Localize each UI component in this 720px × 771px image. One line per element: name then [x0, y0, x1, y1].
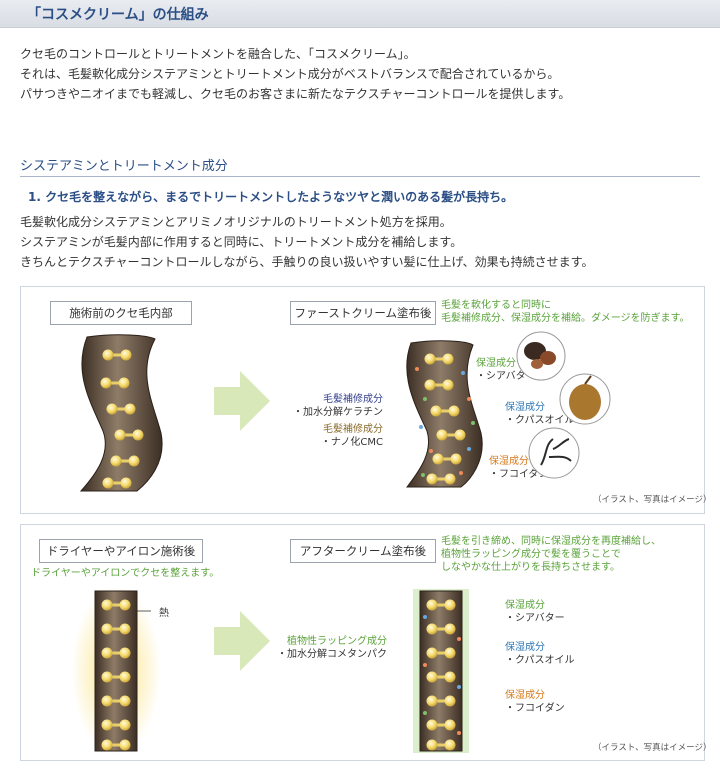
label-before-treatment: 施術前のクセ毛内部	[50, 301, 192, 325]
wrapped-hair-illustration	[413, 589, 469, 753]
heat-label: 熱	[159, 608, 169, 619]
first-cream-note: 毛髪を軟化すると同時に 毛髪補修成分、保湿成分を補給。ダメージを防ぎます。	[441, 300, 690, 324]
arrow-right-icon	[214, 611, 270, 671]
intro-text: クセ毛のコントロールとトリートメントを融合した、「コスメクリーム」。 それは、毛…	[20, 44, 710, 104]
moisture-ingredient-1: 保湿成分 ・シアバター	[505, 600, 565, 624]
moisture-ingredient-3: 保湿成分 ・フコイダン	[489, 456, 549, 480]
straight-hair-heated-illustration	[71, 587, 161, 755]
dryer-iron-note: ドライヤーやアイロンでクセを整えます。	[31, 568, 220, 579]
repair-ingredient-1: 毛髪補修成分 ・加水分解ケラチン	[293, 394, 383, 418]
wrapping-ingredient: 植物性ラッピング成分 ・加水分解コメタンパク	[277, 636, 387, 660]
arrow-right-icon	[214, 371, 270, 431]
seaweed-image	[528, 427, 580, 479]
intro-line: それは、毛髪軟化成分システアミンとトリートメント成分がベストバランスで配合されて…	[20, 67, 560, 81]
section-divider	[20, 176, 700, 177]
curly-hair-illustration	[79, 334, 163, 492]
moisture-ingredient-1: 保湿成分 ・シアバター	[476, 358, 536, 382]
label-after-after-cream: アフタークリーム塗布後	[290, 539, 436, 563]
repair-ingredient-2: 毛髪補修成分 ・ナノ化CMC	[320, 424, 383, 448]
page-title: 「コスメクリーム」の仕組み	[27, 7, 209, 23]
label-after-first-cream: ファーストクリーム塗布後	[290, 301, 436, 325]
treated-hair-illustration	[405, 340, 483, 488]
section-title: システアミンとトリートメント成分	[20, 159, 228, 174]
paragraph-line: システアミンが毛髪内部に作用すると同時に、トリートメント成分を補給します。	[20, 235, 463, 249]
moisture-ingredient-2: 保湿成分 ・クパスオイル	[505, 642, 575, 666]
intro-line: パサつきやニオイまでも軽減し、クセ毛のお客さまに新たなテクスチャーコントロールを…	[20, 87, 571, 101]
diagram-panel-first-cream: 施術前のクセ毛内部 ファーストクリーム塗布後 毛髪を軟化すると同時に 毛髪補修成…	[20, 286, 712, 514]
image-caption: （イラスト、写真はイメージ）	[593, 743, 712, 753]
section-heading: システアミンとトリートメント成分	[0, 147, 720, 177]
diagram-panel-after-cream: ドライヤーやアイロン施術後 ドライヤーやアイロンでクセを整えます。 アフタークリ…	[20, 524, 712, 761]
image-caption: （イラスト、写真はイメージ）	[593, 495, 712, 505]
cupuacu-fruit-image	[559, 373, 611, 425]
paragraph-line: きちんとテクスチャーコントロールしながら、手触りの良い扱いやすい髪に仕上げ、効果…	[20, 255, 594, 269]
page-header: 「コスメクリーム」の仕組み	[0, 0, 720, 28]
moisture-ingredient-2: 保湿成分 ・クパスオイル	[505, 402, 575, 426]
paragraph-line: 毛髪軟化成分システアミンとアリミノオリジナルのトリートメント処方を採用。	[20, 215, 452, 229]
point-title: 1. クセ毛を整えながら、まるでトリートメントしたようなツヤと潤いのある髪が長持…	[28, 190, 514, 204]
shea-nut-image	[516, 331, 566, 381]
moisture-ingredient-3: 保湿成分 ・フコイダン	[505, 690, 565, 714]
after-cream-note: 毛髪を引き締め、同時に保湿成分を再度補給し、 植物性ラッピング成分で髪を覆うこと…	[441, 536, 661, 573]
section-paragraph: 毛髪軟化成分システアミンとアリミノオリジナルのトリートメント処方を採用。 システ…	[20, 212, 594, 272]
intro-line: クセ毛のコントロールとトリートメントを融合した、「コスメクリーム」。	[20, 47, 416, 61]
label-after-dryer-iron: ドライヤーやアイロン施術後	[39, 539, 203, 563]
